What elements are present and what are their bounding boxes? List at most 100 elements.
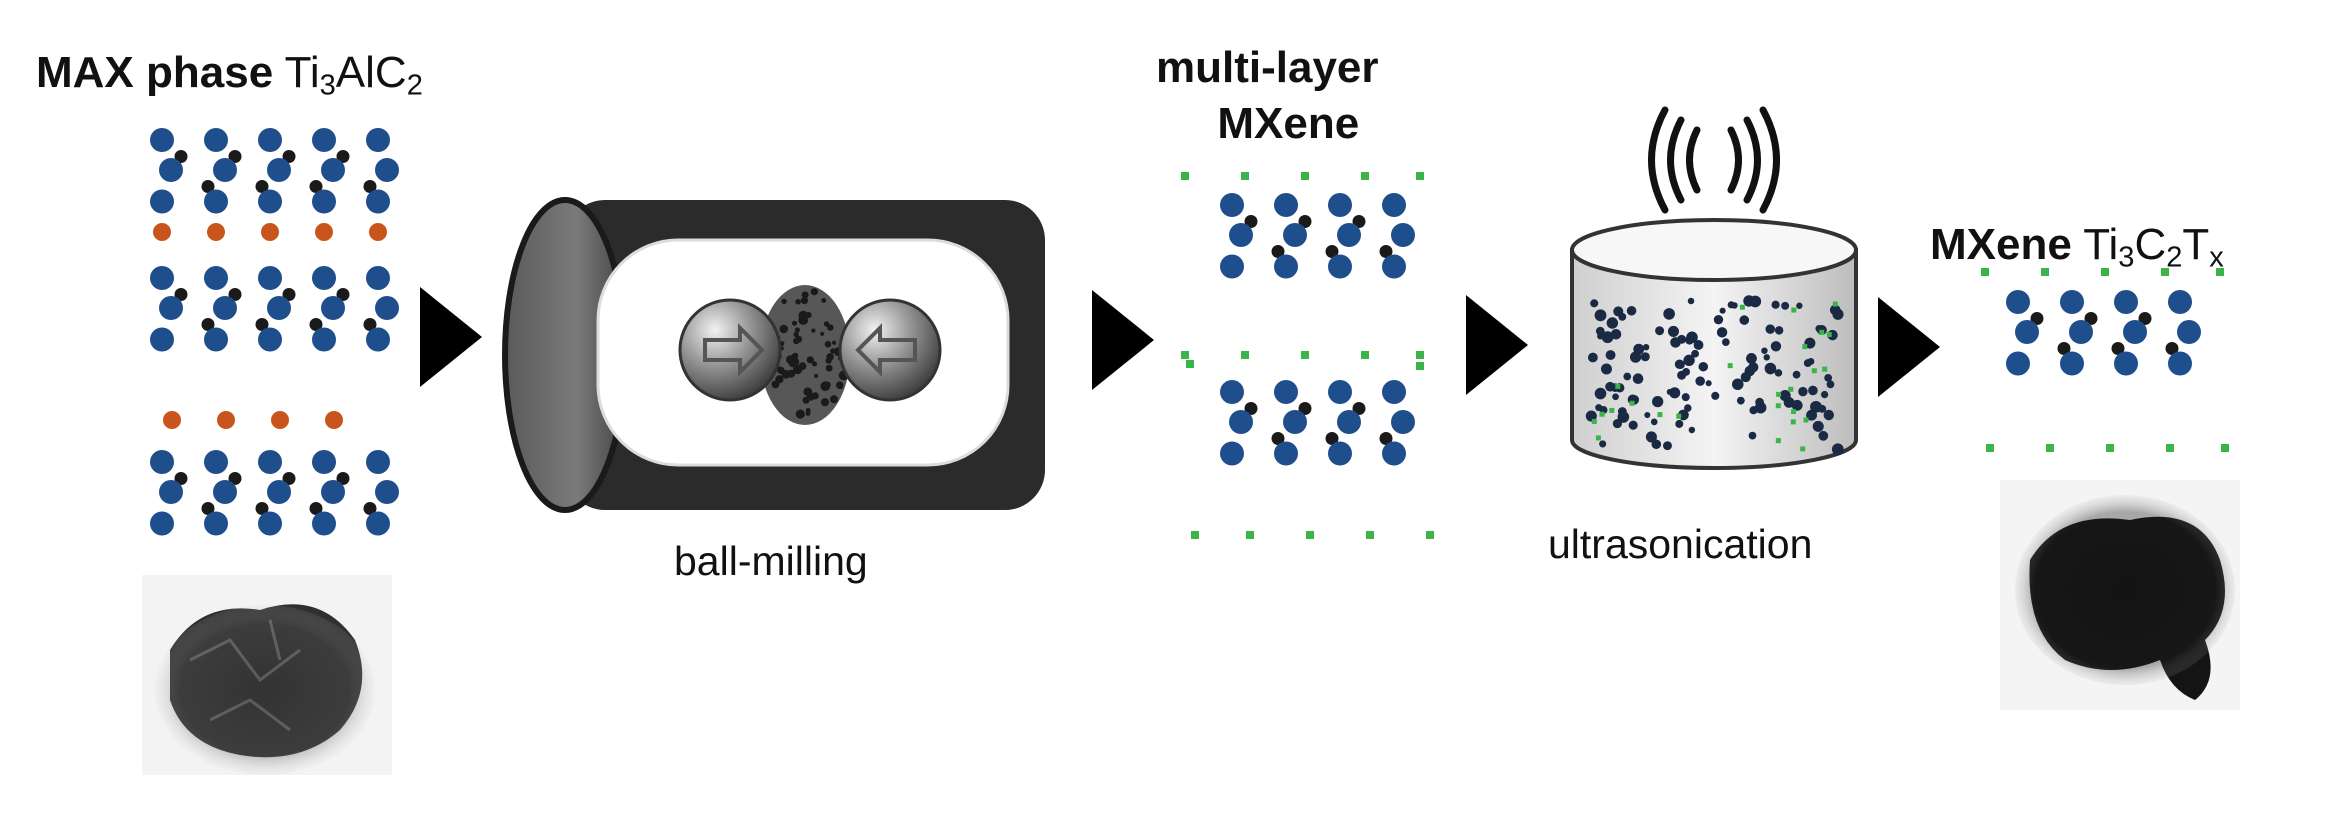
flake-particle — [1601, 331, 1614, 344]
ti-atom — [213, 480, 237, 504]
flake-particle — [1651, 439, 1662, 450]
powder-speck — [824, 340, 832, 348]
flake-particle — [1675, 419, 1684, 428]
c-atom — [2057, 342, 2071, 355]
flake-particle — [1792, 370, 1801, 379]
powder-speck — [826, 353, 834, 361]
flake-particle — [1652, 395, 1664, 408]
arrow-2 — [1092, 290, 1154, 390]
ti-atom — [1274, 254, 1298, 279]
flake-particle — [1763, 354, 1770, 361]
t-group — [2041, 268, 2049, 276]
flake-particle — [1685, 335, 1694, 345]
ti-atom — [1220, 193, 1244, 217]
c-atom — [336, 150, 350, 163]
sound-waves-icon — [1648, 106, 1780, 214]
ti-atom — [312, 189, 336, 214]
powder-speck — [800, 296, 809, 305]
flake-particle — [1684, 404, 1692, 412]
t-group — [1802, 344, 1808, 350]
ball-mill-jar — [502, 197, 1045, 513]
t-group — [1819, 329, 1825, 335]
flake-particle — [1600, 363, 1612, 375]
powder-speck — [801, 291, 809, 299]
flake-particle — [1831, 443, 1844, 456]
powder-speck — [832, 340, 837, 345]
t-group — [1981, 268, 1989, 276]
ti-atom — [159, 480, 183, 504]
c-atom — [363, 502, 377, 515]
flake-particle — [1667, 325, 1679, 337]
t-group — [1811, 368, 1817, 374]
flake-particle — [1791, 399, 1803, 411]
ti-atom — [2123, 320, 2147, 344]
c-atom — [282, 150, 296, 163]
ti-atom — [150, 450, 174, 474]
flake-particle — [1721, 338, 1730, 347]
t-group — [1790, 419, 1796, 425]
ti-atom — [1283, 410, 1307, 434]
c-atom — [1244, 402, 1258, 415]
ti-atom — [366, 511, 390, 536]
ti-atom — [321, 158, 345, 182]
flake-particle — [1727, 301, 1735, 309]
t-group — [2046, 444, 2054, 452]
ti-atom — [2006, 351, 2030, 376]
t-group — [1832, 301, 1838, 307]
ti-atom — [1274, 380, 1298, 404]
t-group — [1361, 172, 1369, 180]
powder-speck — [810, 288, 818, 296]
ti-atom — [2069, 320, 2093, 344]
c-atom — [2084, 312, 2098, 325]
t-group — [1416, 351, 1424, 359]
al-atom — [163, 411, 181, 429]
ti-atom — [312, 511, 336, 536]
flake-particle — [1765, 324, 1776, 334]
t-group — [1301, 172, 1309, 180]
ti-atom — [2168, 290, 2192, 314]
c-atom — [174, 288, 188, 301]
ti-atom — [366, 189, 390, 214]
multilayer-line1: multi-layer — [1156, 43, 1379, 92]
powder-speck — [779, 324, 789, 334]
flake-particle — [1670, 337, 1681, 348]
flake-particle — [1595, 326, 1605, 336]
t-group — [1615, 383, 1621, 389]
ti-atom — [2015, 320, 2039, 344]
ti-atom — [150, 327, 174, 352]
flake-particle — [1739, 315, 1750, 325]
t-group — [1775, 403, 1781, 409]
powder-speck — [777, 366, 785, 375]
powder-speck — [794, 327, 800, 333]
flake-particle — [1748, 362, 1759, 373]
ti-atom — [1220, 380, 1244, 404]
ti-atom — [1274, 441, 1298, 466]
ti-atom — [267, 480, 291, 504]
t-group — [2166, 444, 2174, 452]
powder-speck — [789, 356, 800, 367]
flake-particle — [1798, 386, 1808, 397]
c-atom — [1298, 402, 1312, 415]
flake-particle — [1642, 343, 1650, 351]
powder-speck — [829, 395, 838, 404]
flake-particle — [1808, 385, 1818, 396]
ti-atom — [1328, 193, 1352, 217]
ti-atom — [150, 128, 174, 152]
flake-particle — [1803, 359, 1812, 368]
ti-atom — [1274, 193, 1298, 217]
al-atom — [271, 411, 289, 429]
ti-atom — [267, 158, 291, 182]
powder-speck — [793, 331, 799, 338]
powder-speck — [824, 381, 831, 388]
ti-atom — [321, 480, 345, 504]
flake-particle — [1719, 307, 1726, 314]
ti-atom — [312, 327, 336, 352]
flake-particle — [1645, 431, 1657, 443]
ti-atom — [258, 511, 282, 536]
t-group — [1791, 409, 1797, 415]
flake-particle — [1632, 373, 1644, 385]
t-group — [1366, 531, 1374, 539]
flake-particle — [1666, 388, 1673, 396]
max-phase-powder-photo — [142, 575, 392, 775]
ti-atom — [2060, 290, 2084, 314]
